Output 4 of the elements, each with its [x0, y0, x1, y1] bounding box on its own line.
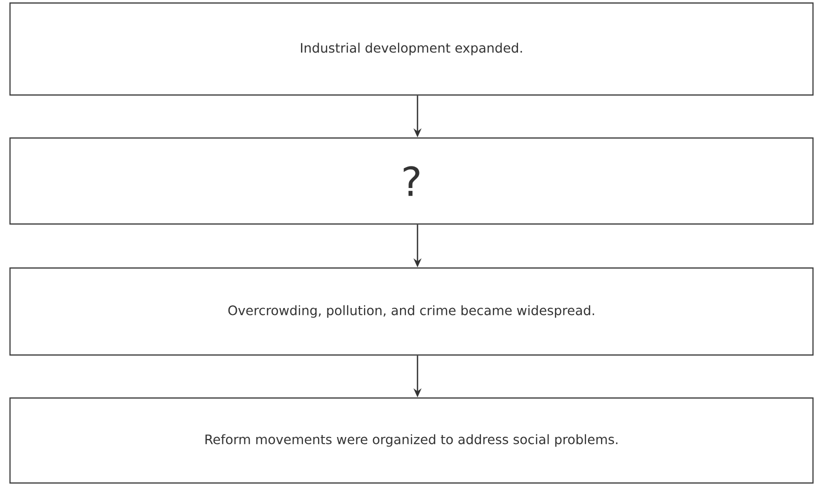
- process-box: ?: [9, 137, 814, 225]
- process-box: Reform movements were organized to address social problems.: [9, 397, 814, 484]
- process-box: Overcrowding, pollution, and crime became widespread.: [9, 267, 814, 356]
- process-box: Industrial development expanded.: [9, 2, 814, 96]
